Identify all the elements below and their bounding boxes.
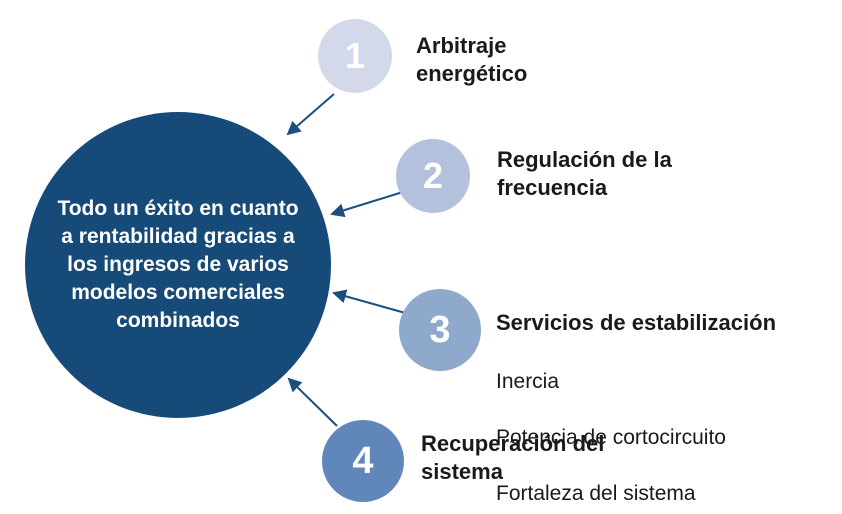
- step-circle-3: 3: [399, 289, 481, 371]
- step-number-1: 1: [344, 35, 366, 76]
- step-number-2: 2: [422, 155, 444, 196]
- step-label-3: Servicios de estabilización Inercia Pote…: [496, 280, 776, 514]
- step-title-3: Servicios de estabilización: [496, 310, 777, 335]
- center-circle: Todo un éxito en cuanto a rentabilidad g…: [25, 112, 331, 418]
- center-circle-text: Todo un éxito en cuanto a rentabilidad g…: [57, 197, 299, 332]
- step-circle-1: 1: [318, 19, 392, 93]
- arrow-3-to-center: [332, 289, 410, 315]
- arrow-4-to-center: [287, 377, 338, 427]
- step-label-1: Arbitraje energético: [416, 33, 528, 86]
- arrow-1-to-center: [286, 93, 335, 136]
- step-3-subitem-potencia: Potencia de cortocircuito: [496, 426, 726, 449]
- step-circle-4: 4: [322, 420, 404, 502]
- step-number-4: 4: [352, 439, 374, 482]
- step-number-3: 3: [429, 308, 451, 351]
- step-label-4: Recuperación del sistema: [421, 431, 605, 484]
- step-3-subitem-fortaleza: Fortaleza del sistema: [496, 482, 696, 505]
- step-3-subitem-inercia: Inercia: [496, 370, 560, 393]
- step-circle-2: 2: [396, 139, 470, 213]
- step-label-2: Regulación de la frecuencia: [497, 147, 672, 200]
- arrow-2-to-center: [330, 190, 407, 218]
